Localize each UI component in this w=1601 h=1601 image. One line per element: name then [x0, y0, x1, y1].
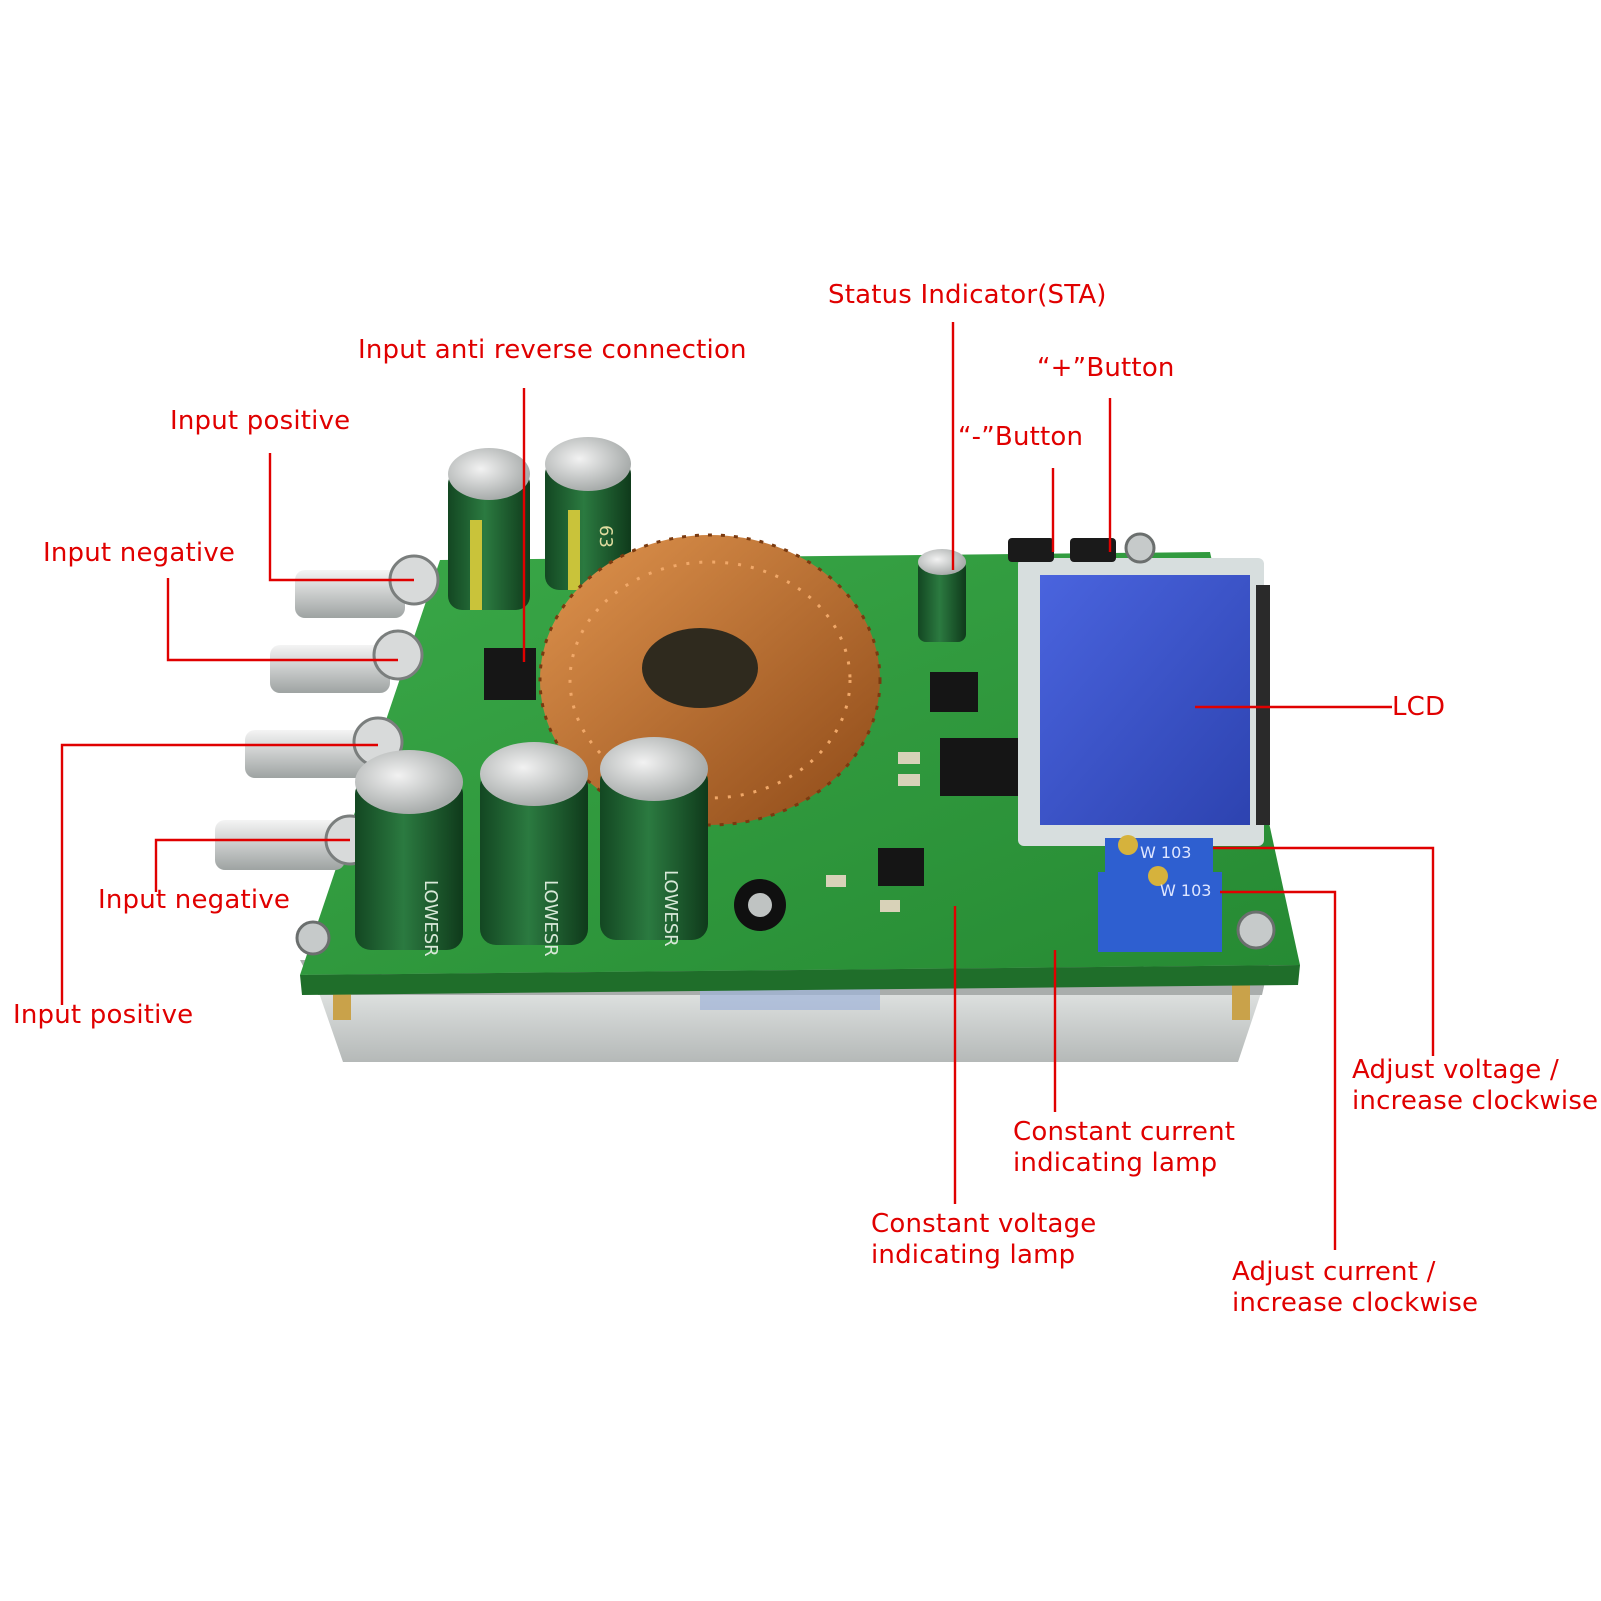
- anti-reverse-mosfet: [484, 648, 536, 700]
- label-constant-current-line1: Constant current: [1013, 1117, 1236, 1147]
- label-constant-voltage: Constant voltage indicating lamp: [871, 1209, 1097, 1271]
- label-constant-voltage-line1: Constant voltage: [871, 1209, 1097, 1239]
- leader-input-positive-top: [268, 453, 414, 582]
- label-minus-button: “-”Button: [958, 422, 1084, 452]
- label-adjust-current: Adjust current / increase clockwise: [1232, 1257, 1478, 1319]
- cap-marking: 63: [595, 525, 616, 548]
- leader-lines: [60, 322, 1435, 1250]
- status-capacitor: [918, 549, 966, 642]
- label-adjust-voltage-line2: increase clockwise: [1352, 1086, 1599, 1116]
- label-input-negative-top: Input negative: [43, 538, 236, 568]
- label-constant-current-line2: indicating lamp: [1013, 1148, 1218, 1178]
- toroid-inductor: [538, 533, 882, 827]
- leader-input-positive-bottom: [60, 743, 378, 1005]
- label-adjust-voltage-line1: Adjust voltage /: [1352, 1055, 1559, 1085]
- cap-brand-3: LOWESR: [660, 870, 681, 947]
- cap-brand-1: LOWESR: [420, 880, 441, 957]
- lcd-module: [1018, 558, 1270, 846]
- mounting-screws: [295, 532, 1276, 956]
- bottom-capacitors: LOWESR LOWESR LOWESR: [355, 737, 708, 957]
- leader-input-negative-bottom: [154, 838, 350, 892]
- label-constant-voltage-line2: indicating lamp: [871, 1240, 1076, 1270]
- label-input-negative-bottom: Input negative: [98, 885, 291, 915]
- top-capacitors: 63: [448, 437, 631, 610]
- ics: [826, 672, 1062, 912]
- leader-adjust-current: [1220, 890, 1337, 1250]
- leader-input-negative-top: [166, 578, 398, 662]
- terminal-block: [215, 554, 440, 870]
- label-input-positive-top: Input positive: [170, 406, 351, 436]
- pot-marking-1: W 103: [1140, 843, 1191, 862]
- label-constant-current: Constant current indicating lamp: [1013, 1117, 1235, 1179]
- buttons: [1008, 538, 1116, 562]
- label-input-positive-bottom: Input positive: [13, 1000, 194, 1030]
- label-status-indicator: Status Indicator(STA): [828, 280, 1107, 310]
- pot-marking-2: W 103: [1160, 881, 1211, 900]
- label-adjust-current-line2: increase clockwise: [1232, 1288, 1479, 1318]
- cap-brand-2: LOWESR: [540, 880, 561, 957]
- potentiometers: W 103 W 103: [1098, 835, 1222, 952]
- label-adjust-current-line1: Adjust current /: [1232, 1257, 1436, 1287]
- label-input-anti-reverse: Input anti reverse connection: [358, 335, 747, 365]
- label-lcd: LCD: [1392, 692, 1446, 722]
- label-plus-button: “+”Button: [1037, 353, 1175, 383]
- leader-adjust-voltage: [1213, 846, 1435, 1056]
- label-adjust-voltage: Adjust voltage / increase clockwise: [1352, 1055, 1598, 1117]
